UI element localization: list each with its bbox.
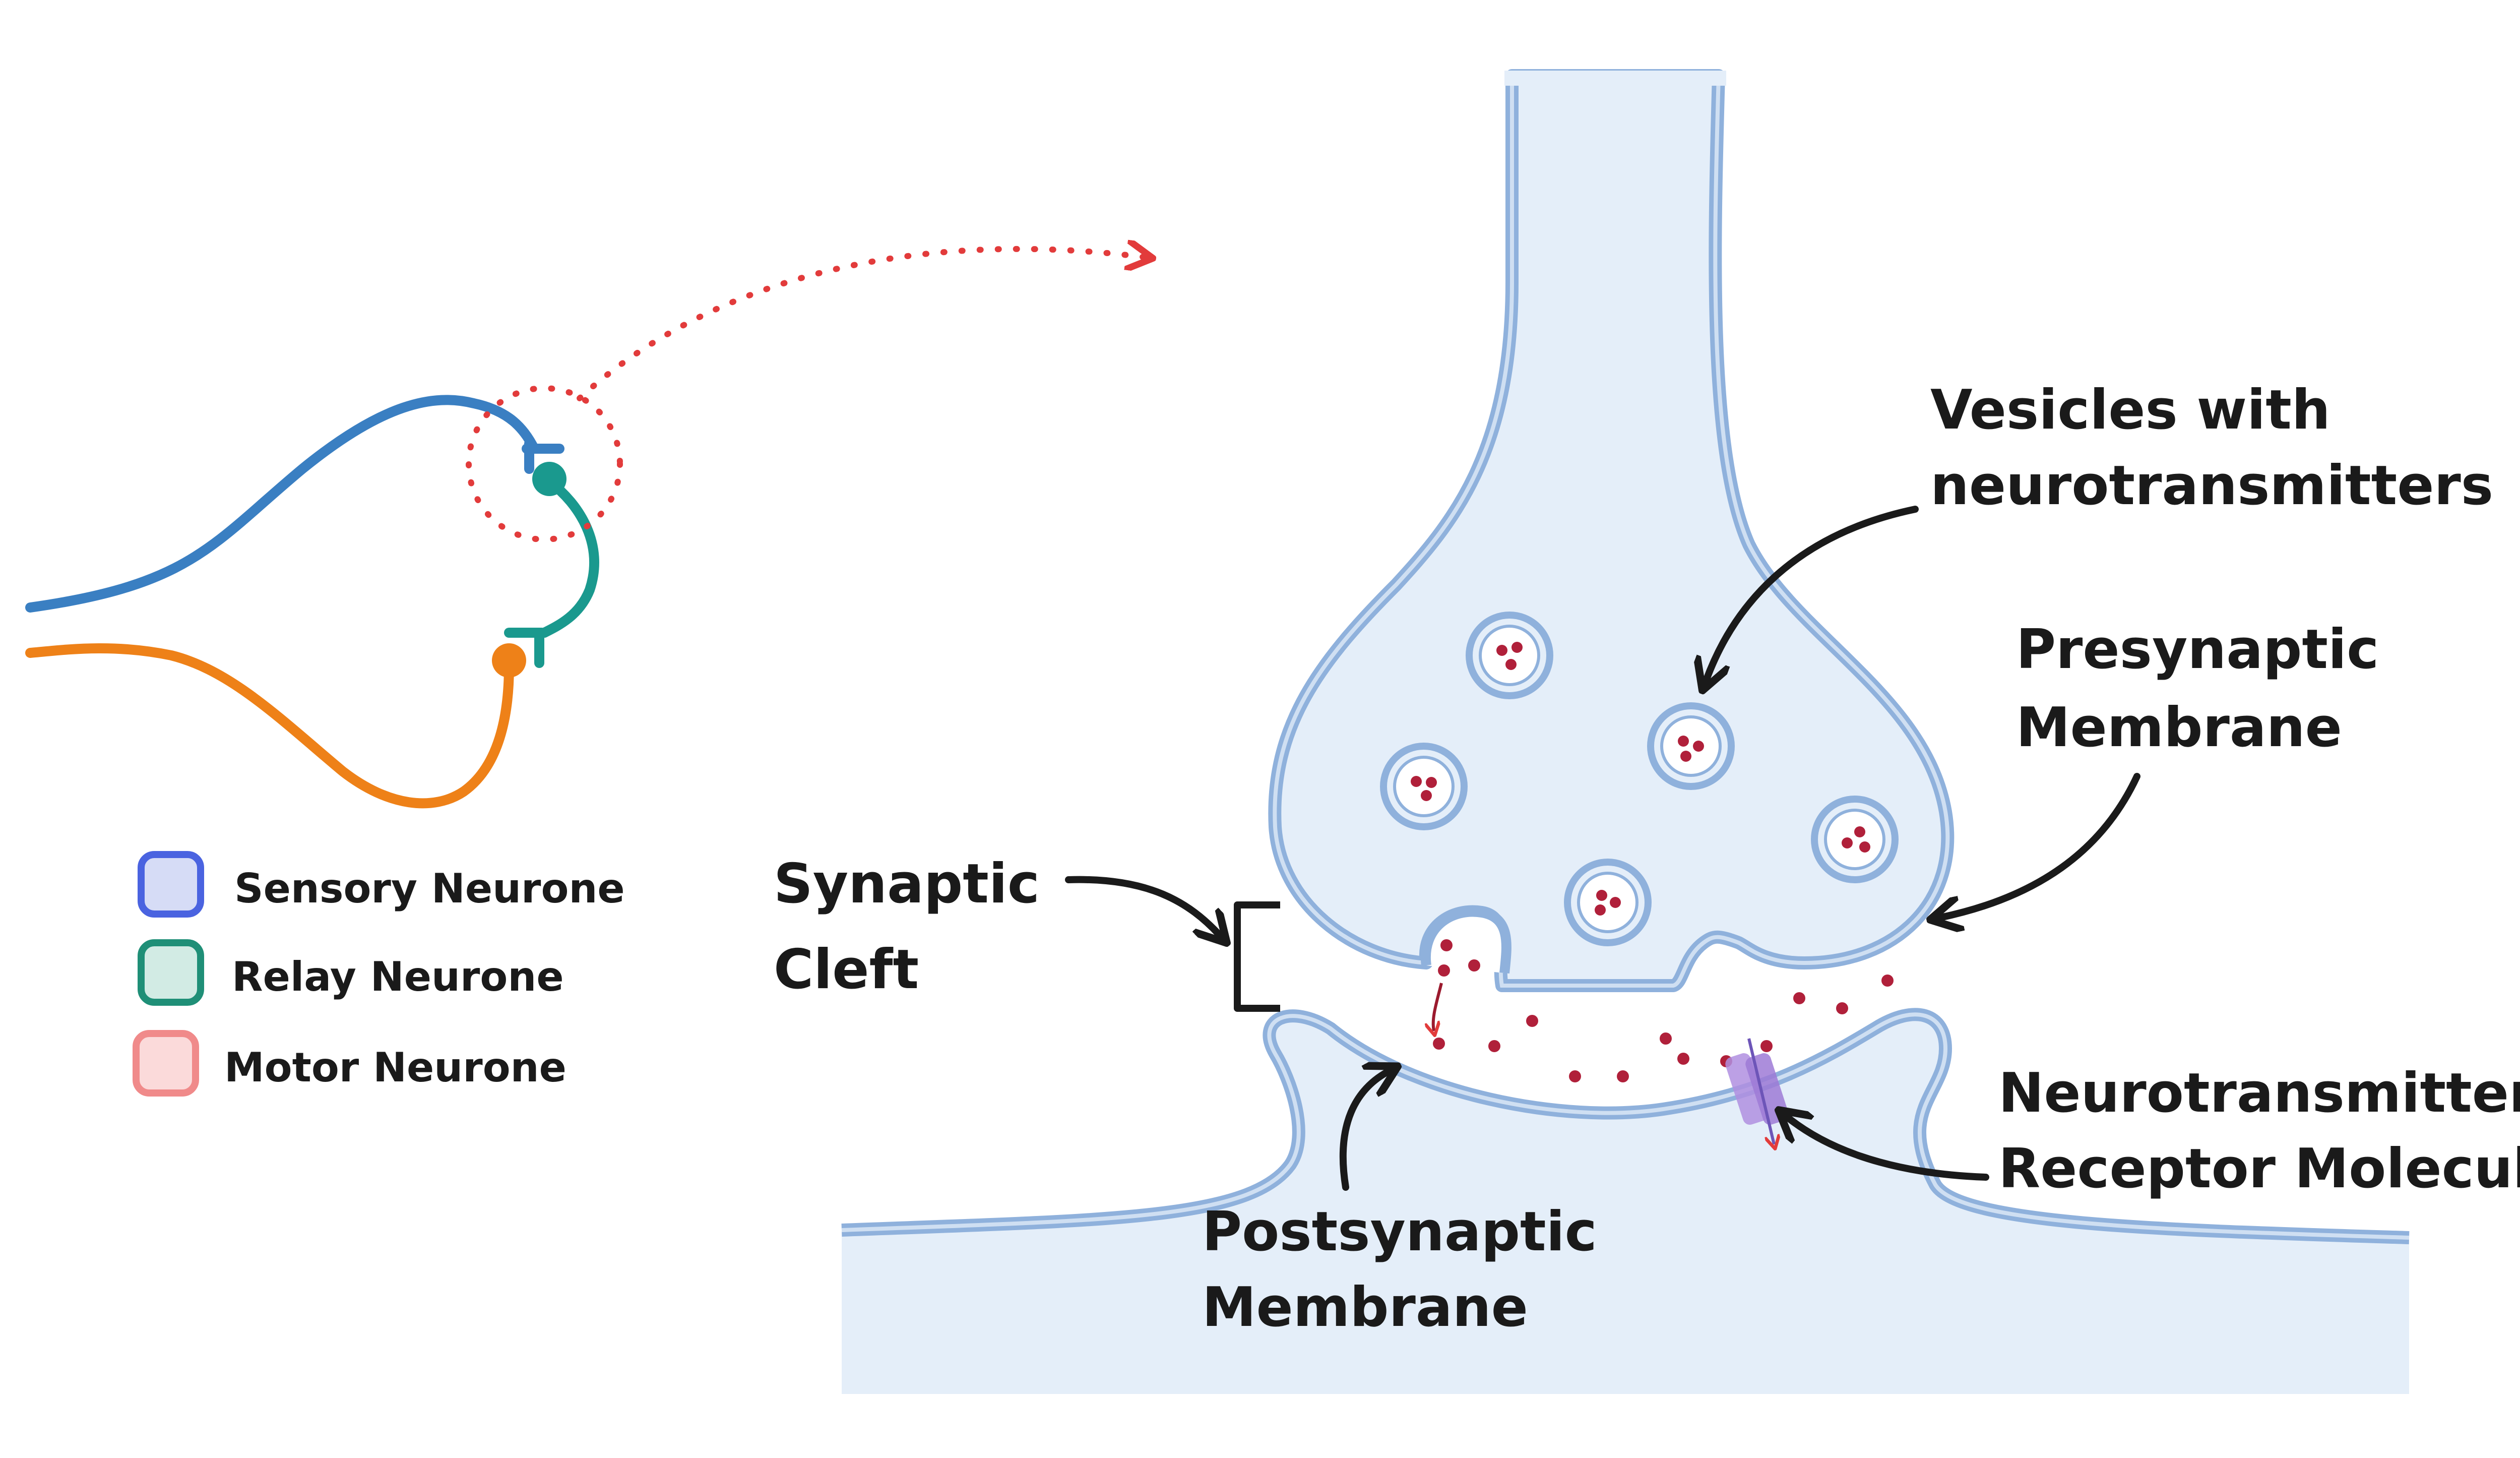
label-vesicles: Vesicles with neurotransmitters (1930, 379, 2493, 517)
label-synaptic-cleft: Synaptic Cleft (774, 853, 1059, 1001)
pointer-arrows (1065, 506, 2140, 1191)
legend-swatch-sensory (138, 851, 204, 918)
vesicles (1380, 612, 1899, 946)
synapse-closeup (841, 69, 2410, 1394)
sensory-neurone-axon (25, 395, 539, 613)
vesicle (1466, 612, 1553, 699)
neurotransmitters (1433, 939, 1894, 1082)
vesicle (1380, 743, 1468, 830)
vesicle (1647, 702, 1735, 790)
relay-neurone-axon (539, 476, 599, 638)
legend-label-motor: Motor Neurone (224, 1044, 566, 1091)
release-arrow-icon (1433, 983, 1443, 1031)
label-postsynaptic-membrane: Postsynaptic Membrane (1202, 1200, 1616, 1339)
legend-swatch-relay (138, 939, 204, 1006)
postsynaptic-arrow (1339, 1071, 1389, 1191)
legend-label-sensory: Sensory Neurone (234, 865, 625, 912)
legend-item-sensory: Sensory Neurone (138, 851, 625, 918)
vesicle (1811, 796, 1899, 883)
synaptic-cleft-arrow (1065, 876, 1220, 935)
label-receptor-molecules: Neurotransmitter Receptor Molecules (1998, 1062, 2520, 1200)
receptor-arrow (1787, 1117, 1989, 1181)
zoom-arrow (577, 249, 1144, 401)
synapse-highlight-circle (466, 385, 623, 542)
presynaptic-arrow (1940, 773, 2140, 918)
label-presynaptic-membrane: Presynaptic Membrane (2016, 618, 2398, 759)
exocytosis-vesicle (1420, 906, 1511, 974)
legend-item-relay: Relay Neurone (138, 939, 564, 1006)
reflex-arc (25, 249, 1144, 809)
labels: Vesicles with neurotransmitters Presynap… (774, 379, 2520, 1339)
vesicle (1564, 859, 1652, 946)
legend: Sensory Neurone Relay Neurone Motor Neur… (133, 851, 625, 1097)
motor-neurone-axon (25, 643, 514, 809)
sensory-synaptic-terminal (522, 439, 564, 474)
legend-item-motor: Motor Neurone (133, 1030, 566, 1097)
cleft-bracket (1234, 901, 1280, 1012)
legend-swatch-motor (133, 1030, 199, 1097)
relay-synaptic-terminal (504, 628, 547, 668)
postsynaptic-neurone (842, 1014, 2409, 1394)
legend-label-relay: Relay Neurone (232, 953, 564, 1000)
vesicles-arrow (1706, 506, 1919, 681)
